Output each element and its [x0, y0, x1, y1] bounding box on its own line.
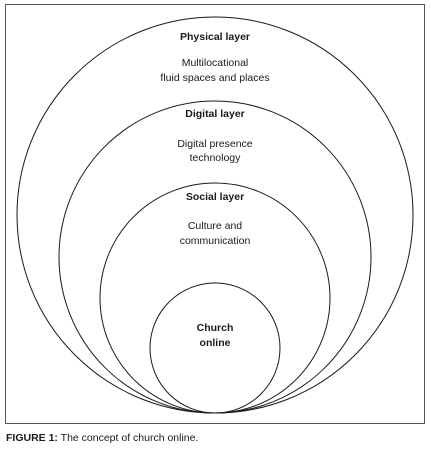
social-layer-circle — [99, 182, 331, 414]
figure-caption-text: The concept of church online. — [57, 432, 199, 444]
social-layer-desc-line-2: communication — [180, 235, 251, 247]
social-layer-title: Social layer — [186, 191, 244, 203]
digital-layer-title: Digital layer — [185, 108, 245, 120]
figure-caption: FIGURE 1: The concept of church online. — [6, 432, 198, 444]
church-online-circle — [149, 282, 281, 414]
church-online-line-2: online — [200, 337, 231, 349]
physical-layer-desc-line-2: fluid spaces and places — [160, 72, 269, 84]
physical-layer-desc-line-1: Multilocational — [182, 57, 249, 69]
physical-layer-title: Physical layer — [180, 31, 250, 43]
figure-caption-label: FIGURE 1: — [6, 432, 58, 444]
nested-layers-diagram: Physical layer Multilocational fluid spa… — [16, 16, 414, 414]
figure-frame — [5, 4, 425, 424]
digital-layer-desc-line-2: technology — [190, 152, 242, 164]
social-layer-desc-line-1: Culture and — [188, 220, 242, 232]
church-online-line-1: Church — [197, 322, 234, 334]
digital-layer-desc-line-1: Digital presence — [177, 138, 252, 150]
